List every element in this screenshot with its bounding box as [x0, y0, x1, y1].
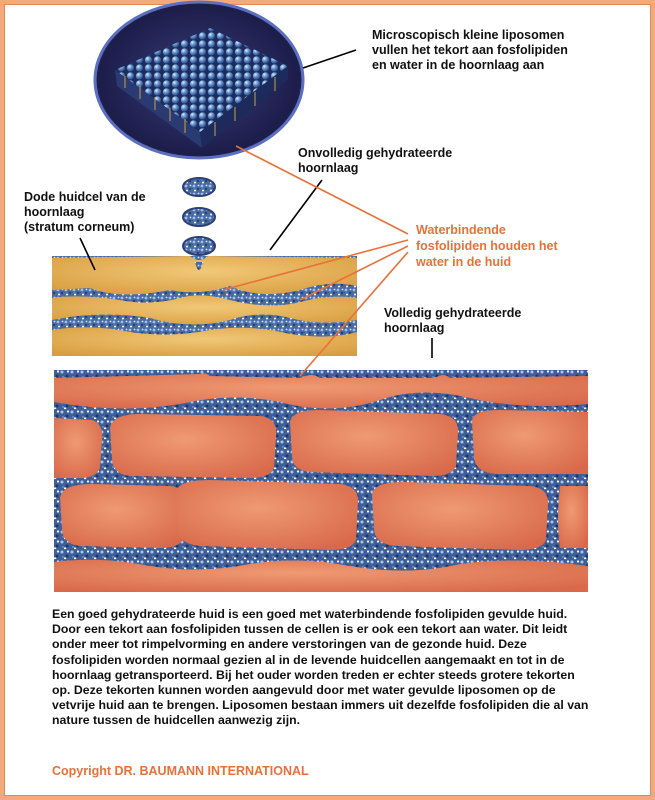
incomplete-hydrated-layer	[52, 256, 357, 356]
water-binding-label: Waterbindende fosfolipiden houden het wa…	[416, 223, 558, 269]
falling-liposome	[182, 177, 216, 256]
complete-hydrated-layer	[54, 370, 588, 592]
orange-pointer-lines	[222, 145, 409, 377]
liposome-oval	[93, 0, 305, 160]
copyright-notice: Copyright DR. BAUMANN INTERNATIONAL	[52, 764, 309, 778]
pointer-lines	[79, 49, 433, 358]
description-paragraph: Een goed gehydrateerde huid is een goed …	[52, 607, 589, 728]
dead-cell-label: Dode huidcel van de hoornlaag (stratum c…	[24, 190, 146, 234]
complete-layer-label: Volledig gehydrateerde hoornlaag	[384, 306, 522, 335]
liposomes-label: Microscopisch kleine liposomen vullen he…	[372, 28, 568, 72]
incomplete-layer-label: Onvolledig gehydrateerde hoornlaag	[298, 146, 453, 175]
